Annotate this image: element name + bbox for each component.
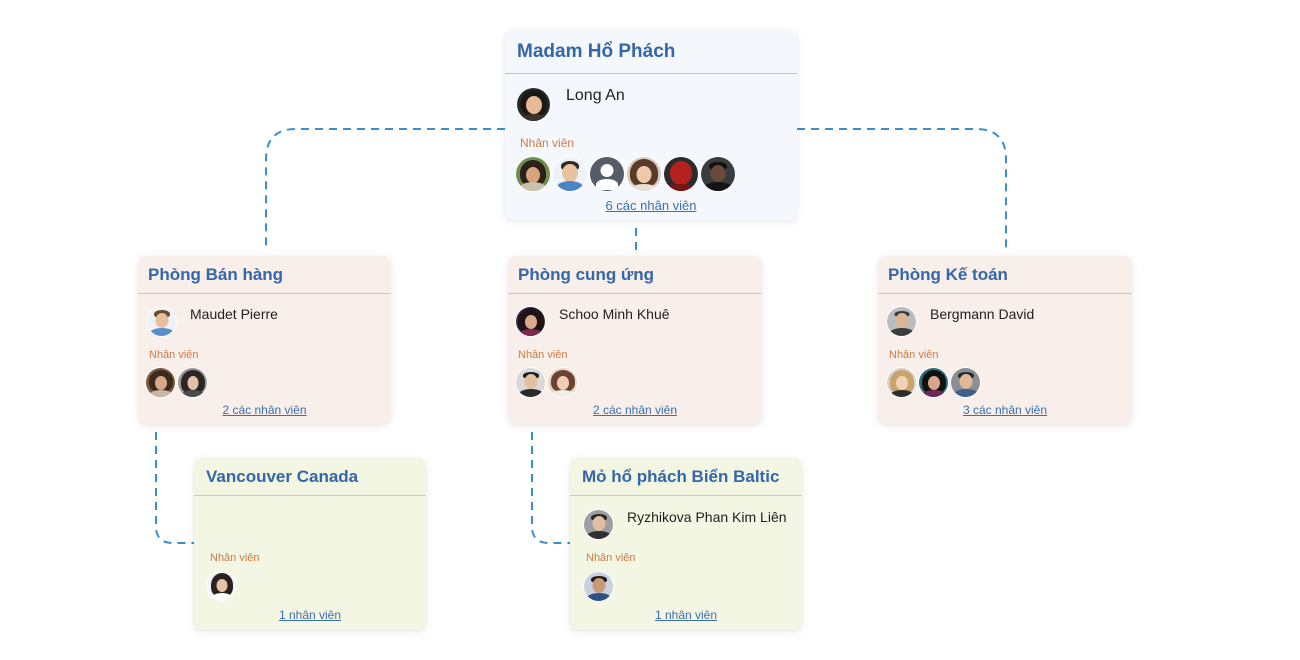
org-node-baltic[interactable]: Mỏ hổ phách Biển Baltic Ryzhikova Phan K… [570, 458, 802, 630]
manager-name: Long An [566, 86, 625, 104]
connector-sales-to-vancouver [155, 432, 194, 544]
node-title: Phòng Bán hàng [138, 256, 391, 294]
staff-avatars [146, 368, 207, 397]
woman-avatar[interactable] [919, 368, 948, 397]
manager-avatar [584, 510, 613, 539]
connector-root-to-sales [265, 128, 505, 248]
node-title: Madam Hổ Phách [505, 30, 797, 74]
staff-label: Nhân viên [149, 349, 199, 361]
org-node-sales[interactable]: Phòng Bán hàng Maudet Pierre Nhân viên 2… [138, 256, 391, 424]
woman-avatar[interactable] [516, 157, 550, 191]
manager[interactable]: Bergmann David [887, 306, 1035, 336]
manager-avatar [887, 307, 916, 336]
staff-label: Nhân viên [520, 136, 575, 150]
manager-name: Maudet Pierre [190, 306, 278, 322]
woman-avatar[interactable] [887, 368, 916, 397]
manager-name: Ryzhikova Phan Kim Liên [627, 509, 787, 525]
woman-avatar[interactable] [548, 368, 577, 397]
staff-avatars [516, 368, 577, 397]
manager-name: Schoo Minh Khuê [559, 306, 670, 322]
default-user-icon[interactable] [590, 157, 624, 191]
staff-label: Nhân viên [210, 552, 260, 564]
staff-label: Nhân viên [518, 349, 568, 361]
staff-avatars [887, 368, 980, 397]
staff-avatars [516, 157, 735, 191]
woman-avatar[interactable] [627, 157, 661, 191]
node-title: Vancouver Canada [194, 458, 426, 496]
staff-avatars [584, 572, 613, 601]
woman-avatar[interactable] [207, 571, 236, 600]
org-node-root[interactable]: Madam Hổ Phách Long An Nhân viên [505, 30, 797, 220]
manager[interactable]: Long An [517, 86, 625, 121]
manager[interactable]: Schoo Minh Khuê [516, 306, 670, 336]
woman-avatar[interactable] [146, 368, 175, 397]
org-node-accounting[interactable]: Phòng Kế toán Bergmann David Nhân viên 3… [878, 256, 1132, 424]
staff-count-link[interactable]: 2 các nhân viên [592, 403, 678, 417]
manager[interactable]: Maudet Pierre [147, 306, 278, 336]
manager[interactable]: Ryzhikova Phan Kim Liên [584, 509, 787, 539]
woman-avatar[interactable] [178, 368, 207, 397]
staff-count-link[interactable]: 3 các nhân viên [962, 403, 1048, 417]
man-dark-avatar[interactable] [701, 157, 735, 191]
hero-mask-avatar[interactable] [664, 157, 698, 191]
staff-label: Nhân viên [586, 552, 636, 564]
connector-supply-to-baltic [531, 432, 570, 544]
manager-avatar [517, 88, 550, 121]
manager-avatar [516, 307, 545, 336]
node-title: Mỏ hổ phách Biển Baltic [570, 458, 802, 496]
manager-avatar [147, 307, 176, 336]
staff-label: Nhân viên [889, 349, 939, 361]
org-node-vancouver[interactable]: Vancouver Canada Nhân viên 1 nhân viên [194, 458, 426, 630]
staff-count-link[interactable]: 1 nhân viên [654, 608, 718, 622]
org-node-supply[interactable]: Phòng cung ứng Schoo Minh Khuê Nhân viên… [508, 256, 762, 424]
man-avatar[interactable] [951, 368, 980, 397]
staff-count-link[interactable]: 1 nhân viên [278, 608, 342, 622]
staff-avatars [207, 571, 236, 600]
man-glasses-avatar[interactable] [584, 572, 613, 601]
node-title: Phòng cung ứng [508, 256, 762, 294]
staff-count-link[interactable]: 6 các nhân viên [605, 198, 697, 213]
man-avatar[interactable] [516, 368, 545, 397]
node-title: Phòng Kế toán [878, 256, 1132, 294]
manager-name: Bergmann David [930, 306, 1035, 322]
staff-count-link[interactable]: 2 các nhân viên [222, 403, 307, 417]
connector-root-to-accounting [797, 128, 1007, 248]
man-glasses-avatar[interactable] [553, 157, 587, 191]
